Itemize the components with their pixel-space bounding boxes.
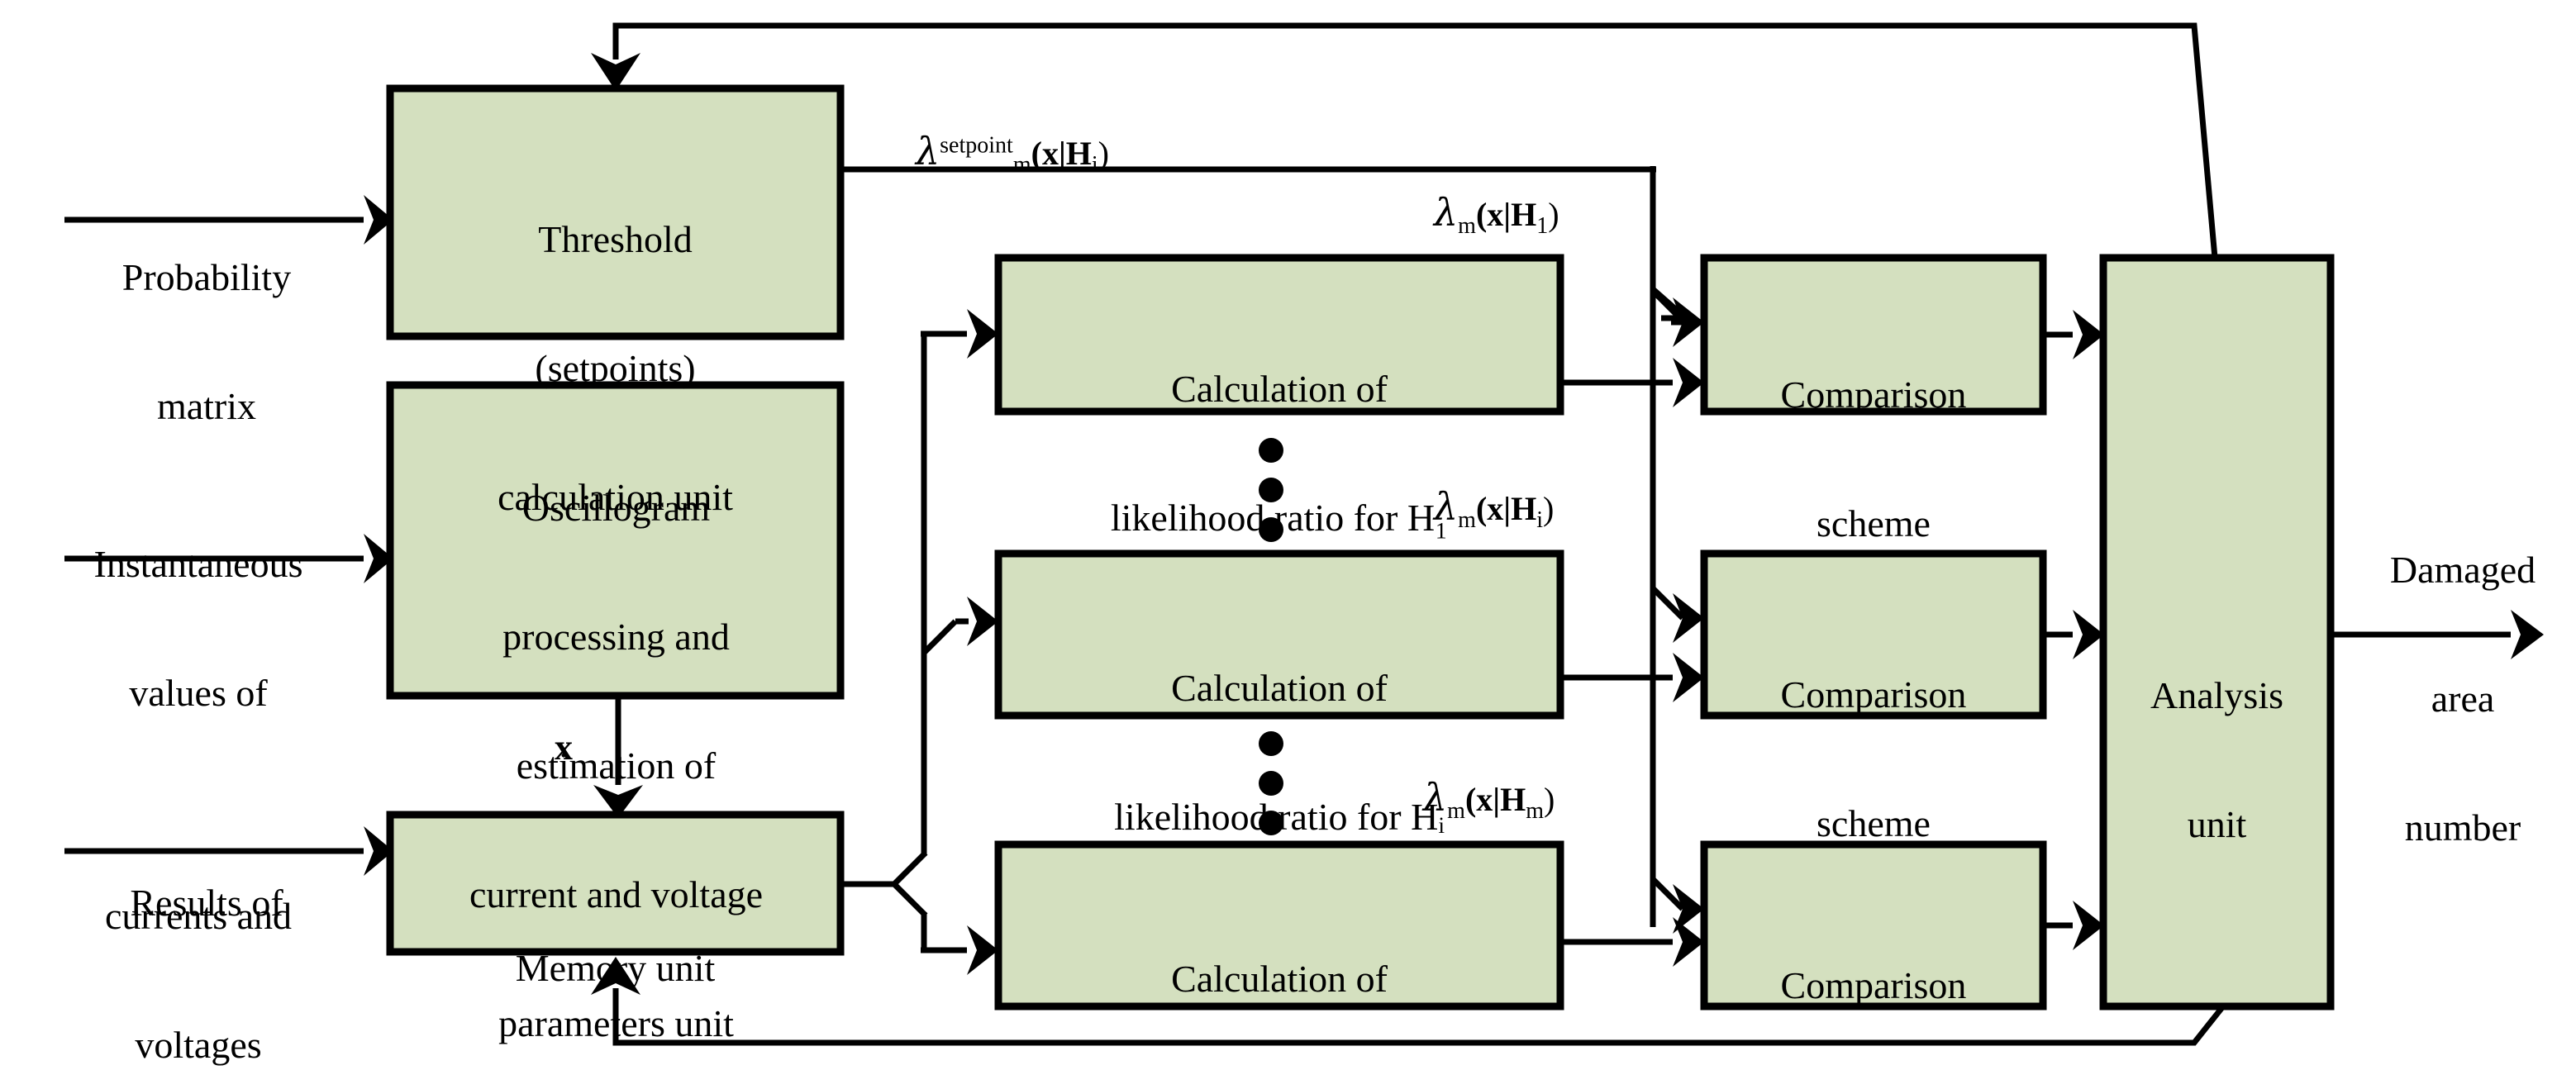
wire-results-simulation-input — [64, 826, 393, 876]
block-comparison-scheme-1-shape[interactable] — [1700, 254, 2047, 416]
block-oscillogram-unit-shape[interactable] — [386, 381, 845, 700]
wire-oscillogram-to-memory — [593, 696, 643, 818]
wire-hi-to-comparison-2 — [1560, 653, 1704, 702]
wire-analysis-output — [2331, 610, 2544, 659]
block-analysis-unit-shape[interactable] — [2099, 254, 2335, 1011]
wire-instantaneous-values-input — [64, 534, 393, 583]
block-threshold-unit-shape[interactable] — [386, 84, 845, 340]
wire-h1-to-comparison-1 — [1560, 358, 1704, 407]
wire-comparison-3-to-analysis — [2043, 901, 2104, 950]
block-likelihood-hm-shape[interactable] — [994, 840, 1564, 1011]
block-likelihood-hi-shape[interactable] — [994, 549, 1564, 720]
wire-comparison-2-to-analysis — [2043, 610, 2104, 659]
block-likelihood-h1-shape[interactable] — [994, 254, 1564, 416]
wire-setpoint-to-comparison-3 — [1650, 877, 1704, 934]
wire-setpoint-to-comparison-2 — [1650, 586, 1704, 643]
block-memory-unit-shape[interactable] — [386, 811, 845, 956]
wire-feedback-top — [591, 22, 2218, 259]
block-comparison-scheme-2-shape[interactable] — [1700, 549, 2047, 720]
wire-probability-matrix-input — [64, 195, 393, 245]
wire-feedback-bottom — [591, 957, 2226, 1046]
ellipsis-upper-icon — [1259, 438, 1283, 542]
wire-memory-output-bus — [840, 309, 998, 975]
wire-setpoint-to-comparison-1 — [1650, 288, 1704, 347]
ellipsis-lower-icon — [1259, 731, 1283, 835]
wire-hm-to-comparison-3 — [1560, 917, 1704, 967]
block-comparison-scheme-3-shape[interactable] — [1700, 840, 2047, 1011]
wire-comparison-1-to-analysis — [2043, 310, 2104, 359]
